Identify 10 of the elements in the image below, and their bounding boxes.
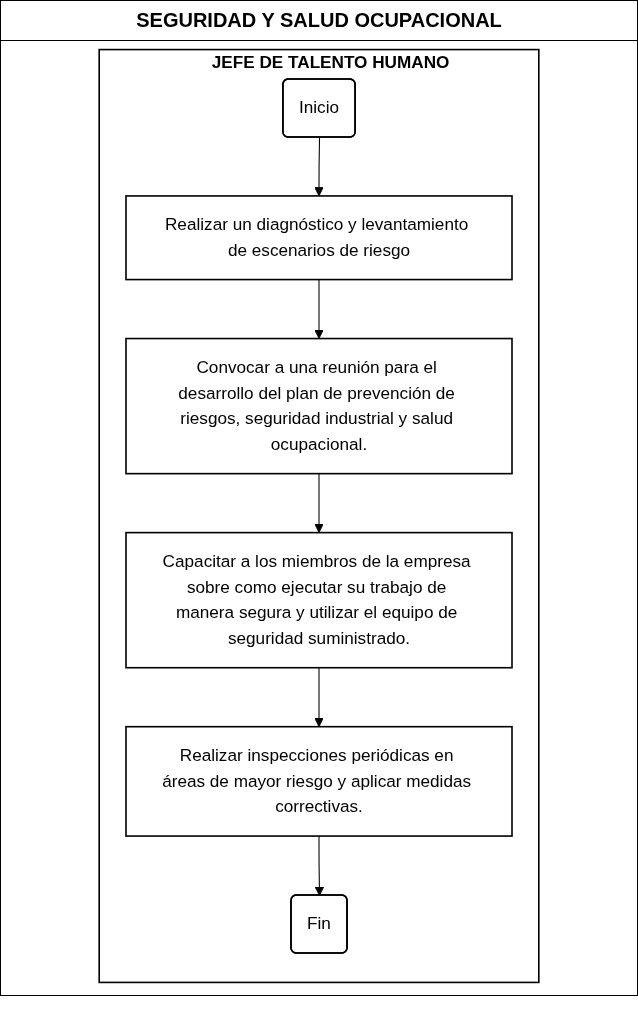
node-box: Capacitar a los miembros de la empresa sobre como ejecutar su trabajo de manera segura y utilizar el equipo de seguridad suministrado. xyxy=(125,531,513,669)
node-box: Realizar un diagnóstico y levantamiento de escenarios de riesgo xyxy=(125,195,513,281)
node-box: Convocar a una reunión para el desarrollo del plan de prevención de riesgos, seguridad industrial y salud ocupacional. xyxy=(125,337,513,475)
arrow xyxy=(314,835,325,896)
diagram-title: SEGURIDAD Y SALUD OCUPACIONAL xyxy=(1,1,637,41)
node-box: Realizar inspecciones periódicas en áreas de mayor riesgo y aplicar medidas correctivas. xyxy=(125,725,513,837)
arrow xyxy=(314,473,324,534)
arrow xyxy=(314,279,324,339)
arrow xyxy=(314,667,324,728)
arrow xyxy=(314,136,324,197)
